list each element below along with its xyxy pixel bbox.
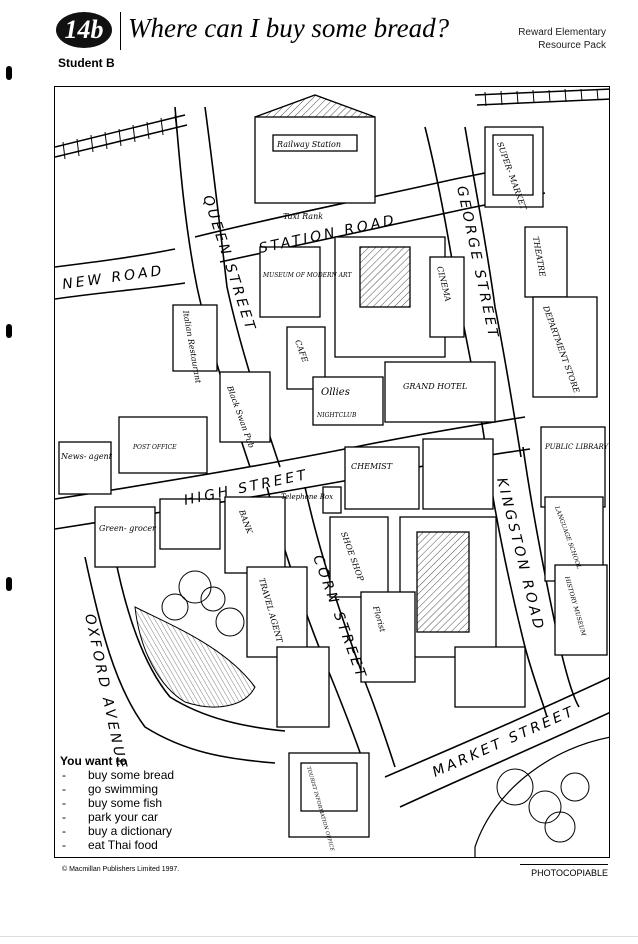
label-nightclub: NIGHTCLUB (316, 412, 357, 419)
page-bottom-rule (0, 936, 638, 937)
resource-pack-line-1: Reward Elementary (518, 27, 606, 38)
label-museum: MUSEUM OF MODERN ART (262, 272, 352, 279)
punch-hole-mark (6, 66, 12, 80)
buildings (58, 94, 608, 838)
town-map: NEW ROAD QUEEN STREET STATION ROAD GEORG… (54, 86, 610, 858)
road-label-oxford-avenue: OXFORD AVENUE (81, 613, 130, 773)
railway-track (55, 88, 609, 160)
punch-hole-mark (6, 324, 12, 338)
task-item: buy some fish (60, 796, 174, 810)
park-outline (474, 736, 609, 857)
town-map-drawing: NEW ROAD QUEEN STREET STATION ROAD GEORG… (55, 88, 610, 857)
park-area (134, 606, 256, 708)
task-item: buy a dictionary (60, 824, 174, 838)
road-label-new-road: NEW ROAD (61, 263, 165, 293)
task-list: You want to buy some breadgo swimmingbuy… (60, 754, 174, 852)
photocopiable-label: PHOTOCOPIABLE (520, 864, 608, 878)
label-greengrocer: Green- grocer (99, 524, 157, 533)
resource-pack-label: Reward Elementary Resource Pack (518, 26, 606, 52)
task-item: park your car (60, 810, 174, 824)
title-divider (120, 12, 121, 50)
label-chemist: CHEMIST (351, 462, 393, 471)
page-title: Where can I buy some bread? (128, 13, 450, 43)
task-item: buy some bread (60, 768, 174, 782)
label-newsagent: News- agent (60, 452, 113, 461)
task-item: go swimming (60, 782, 174, 796)
trees (161, 570, 590, 843)
label-post-office: POST OFFICE (132, 444, 177, 451)
punch-hole-mark (6, 577, 12, 591)
unit-badge: 14b (56, 12, 112, 48)
task-item: eat Thai food (60, 838, 174, 852)
road-label-kingston-road: KINGSTON ROAD (493, 476, 547, 633)
label-telephone-box: Telephone Box (281, 493, 333, 501)
task-heading: You want to (60, 754, 128, 768)
label-railway-station: Railway Station (276, 140, 341, 149)
copyright-notice: © Macmillan Publishers Limited 1997. (62, 866, 180, 873)
student-label: Student B (58, 56, 115, 70)
resource-pack-line-2: Resource Pack (538, 40, 606, 51)
label-public-library: PUBLIC LIBRARY (544, 443, 610, 451)
label-ollies: Ollies (321, 387, 350, 398)
road-label-market-street: MARKET STREET (430, 703, 578, 781)
label-grand-hotel: GRAND HOTEL (403, 382, 467, 391)
label-taxi-rank: Taxi Rank (283, 212, 323, 221)
task-items: buy some breadgo swimmingbuy some fishpa… (60, 768, 174, 852)
